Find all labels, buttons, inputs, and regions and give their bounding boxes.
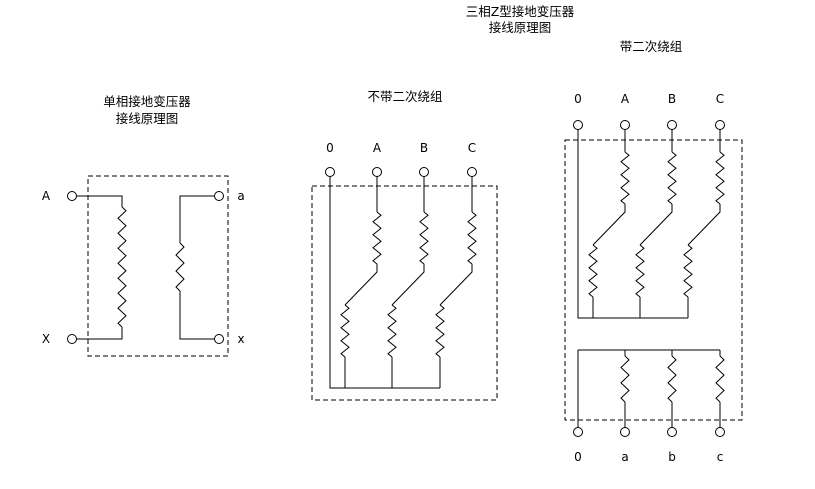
phase-A-upper-winding	[372, 211, 382, 265]
wire-zigzag-B	[639, 204, 673, 246]
terminal-A-top-label: A	[373, 141, 382, 155]
phase-C-lower-winding	[683, 244, 693, 298]
terminal-X-circle	[67, 334, 77, 344]
terminal-b-bottom-circle	[667, 427, 677, 437]
single-phase-boundary-box	[87, 175, 229, 357]
no-secondary-title: 不带二次绕组	[367, 89, 442, 104]
terminal-C-top-label: C	[716, 92, 724, 106]
phase-A-lower-winding	[340, 304, 350, 358]
phase-B-upper-winding	[667, 151, 677, 205]
terminal-B-top-label: B	[420, 141, 428, 155]
terminal-b-bottom-label: b	[668, 450, 676, 464]
primary-winding	[117, 206, 127, 328]
phase-C-lower-winding	[435, 304, 445, 358]
terminal-x-circle	[214, 334, 224, 344]
wire-zigzag-A	[592, 204, 626, 246]
secondary-winding	[175, 242, 185, 292]
terminal-C-top-circle	[715, 120, 725, 130]
terminal-a-circle	[214, 191, 224, 201]
terminal-a-bottom-circle	[620, 427, 630, 437]
phase-B-lower-winding	[635, 244, 645, 298]
terminal-B-top-label: B	[668, 92, 676, 106]
terminal-A-top-label: A	[621, 92, 630, 106]
terminal-A-circle	[67, 191, 77, 201]
single-phase-title-line2: 接线原理图	[116, 111, 179, 126]
wire-primary-winding-to-X	[77, 327, 123, 340]
with-secondary-title: 带二次绕组	[620, 39, 683, 54]
terminal-C-circle	[467, 167, 477, 177]
single-phase-diagram: 单相接地变压器 接线原理图 A X a x	[42, 94, 245, 357]
secondary-winding-a	[620, 355, 630, 403]
wire-neutral-bus	[329, 176, 440, 389]
wire-primary-neutral-bus	[577, 129, 688, 319]
terminal-B-top-circle	[667, 120, 677, 130]
terminal-B-circle	[419, 167, 429, 177]
terminal-c-bottom-label: c	[717, 450, 724, 464]
phase-B-lower-winding	[387, 304, 397, 358]
terminal-a-label: a	[237, 189, 244, 203]
terminal-C-top-label: C	[468, 141, 476, 155]
terminal-x-label: x	[237, 332, 244, 346]
terminal-0-top-label: 0	[574, 92, 582, 106]
single-phase-title-line1: 单相接地变压器	[103, 94, 191, 109]
secondary-winding-c	[715, 355, 725, 403]
no-secondary-diagram: 不带二次绕组 0 A B C	[311, 89, 498, 401]
terminal-0-bottom-label: 0	[574, 450, 582, 464]
wire-zigzag-B	[391, 264, 425, 306]
terminal-c-bottom-circle	[715, 427, 725, 437]
wire-zigzag-C	[687, 204, 721, 246]
terminal-0-top-circle	[573, 120, 583, 130]
wire-a-to-secondary-winding	[179, 195, 215, 243]
phase-C-upper-winding	[467, 211, 477, 265]
terminal-0-circle	[325, 167, 335, 177]
phase-C-upper-winding	[715, 151, 725, 205]
terminal-0-bottom-circle	[573, 427, 583, 437]
main-title-line2: 接线原理图	[489, 20, 552, 35]
terminal-A-circle	[372, 167, 382, 177]
secondary-winding-b	[667, 355, 677, 403]
with-secondary-boundary-box	[564, 139, 743, 421]
phase-A-lower-winding	[588, 244, 598, 298]
wire-A-to-primary-winding	[77, 195, 123, 207]
phase-A-upper-winding	[620, 151, 630, 205]
terminal-A-label: A	[42, 189, 51, 203]
main-title-line1: 三相Z型接地变压器	[466, 4, 575, 19]
terminal-A-top-circle	[620, 120, 630, 130]
with-secondary-diagram: 带二次绕组 0 A B C	[564, 39, 743, 464]
phase-B-upper-winding	[419, 211, 429, 265]
wire-secondary-winding-to-x	[179, 291, 215, 340]
wire-zigzag-A	[344, 264, 378, 306]
no-secondary-boundary-box	[311, 185, 498, 401]
terminal-X-label: X	[42, 332, 50, 346]
wire-zigzag-C	[439, 264, 473, 306]
terminal-a-bottom-label: a	[621, 450, 628, 464]
terminal-0-top-label: 0	[326, 141, 334, 155]
